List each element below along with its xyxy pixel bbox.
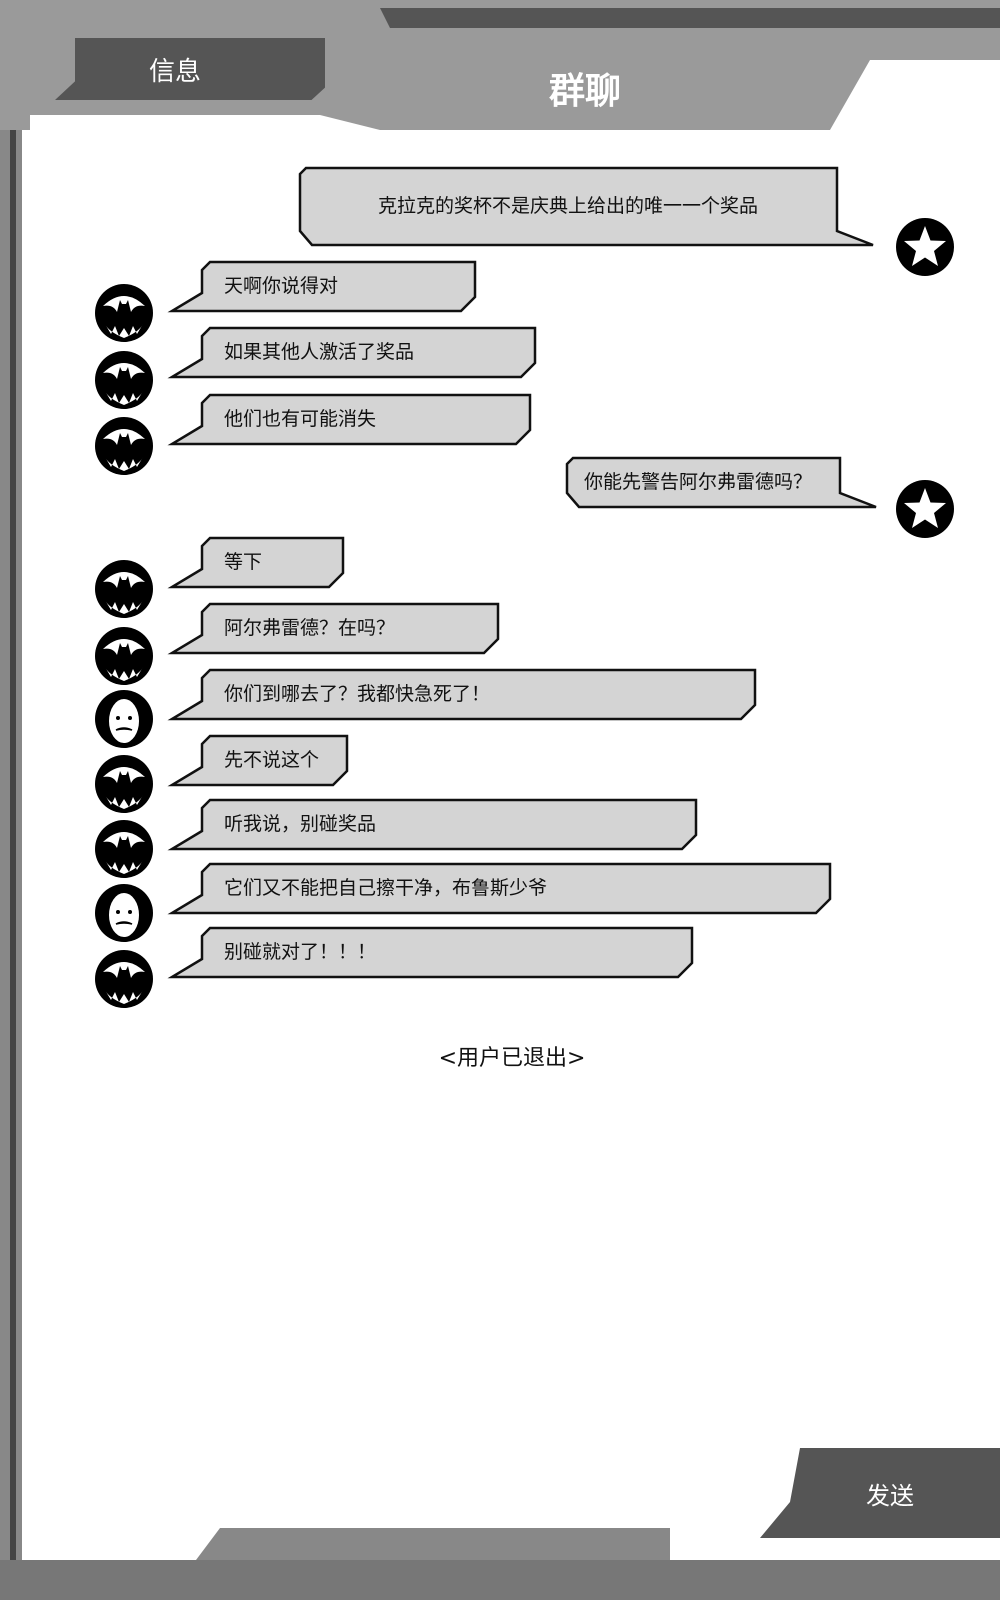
message-bubble: 他们也有可能消失 [167,393,532,446]
star-avatar-icon[interactable] [896,480,954,538]
footer-bar [0,1560,1000,1600]
send-button[interactable]: 发送 [760,1448,1000,1538]
bubble-shape [167,602,500,655]
message-text: 克拉克的奖杯不是庆典上给出的唯一一个奖品 [378,195,759,217]
info-tab[interactable]: 信息 [55,38,325,100]
bubble-shape [167,668,757,721]
message-bubble: 等下 [167,536,345,589]
bat-avatar-icon[interactable] [95,950,153,1008]
message-text: 听我说，别碰奖品 [224,813,377,835]
message-bubble: 阿尔弗雷德？在吗？ [167,602,500,655]
frame-left-trim [10,20,16,1580]
message-text: 先不说这个 [224,749,320,771]
bubble-shape [298,166,874,247]
message-text: 阿尔弗雷德？在吗？ [224,617,396,639]
message-bubble: 如果其他人激活了奖品 [167,326,537,379]
bat-avatar-icon[interactable] [95,820,153,878]
bubble-shape [167,798,698,851]
message-bubble: 先不说这个 [167,734,349,787]
message-text: 等下 [224,551,263,573]
butler-avatar-icon[interactable] [95,884,153,942]
bubble-shape [167,536,345,589]
page-title: 群聊 [548,71,621,112]
message-bubble: 你能先警告阿尔弗雷德吗？ [565,456,877,509]
message-bubble: 听我说，别碰奖品 [167,798,698,851]
bat-avatar-icon[interactable] [95,284,153,342]
bubble-shape [167,326,537,379]
message-bubble: 别碰就对了！！！ [167,926,694,979]
message-text: 天啊你说得对 [224,275,339,297]
butler-avatar-icon[interactable] [95,690,153,748]
bat-avatar-icon[interactable] [95,627,153,685]
bubble-shape [167,393,532,446]
bat-avatar-icon[interactable] [95,755,153,813]
user-left-status: <用户已退出> [438,1046,586,1071]
bubble-shape [167,862,832,915]
bat-avatar-icon[interactable] [95,417,153,475]
info-tab-label: 信息 [148,56,201,87]
message-text: 你们到哪去了？我都快急死了！ [224,683,491,705]
message-text: 别碰就对了！！！ [224,941,377,963]
bat-avatar-icon[interactable] [95,351,153,409]
bubble-shape [167,734,349,787]
bubble-shape [565,456,877,509]
message-bubble: 它们又不能把自己擦干净，布鲁斯少爷 [167,862,832,915]
message-bubble: 天啊你说得对 [167,260,477,313]
message-text: 你能先警告阿尔弗雷德吗？ [584,471,813,493]
message-text: 他们也有可能消失 [224,408,377,430]
bubble-shape [167,260,477,313]
send-label: 发送 [866,1481,914,1510]
bat-avatar-icon[interactable] [95,560,153,618]
star-avatar-icon[interactable] [896,218,954,276]
message-text: 它们又不能把自己擦干净，布鲁斯少爷 [224,877,548,899]
message-bubble: 克拉克的奖杯不是庆典上给出的唯一一个奖品 [298,166,874,247]
message-text: 如果其他人激活了奖品 [224,341,415,363]
bubble-shape [167,926,694,979]
header-trim [380,8,1000,28]
message-bubble: 你们到哪去了？我都快急死了！ [167,668,757,721]
